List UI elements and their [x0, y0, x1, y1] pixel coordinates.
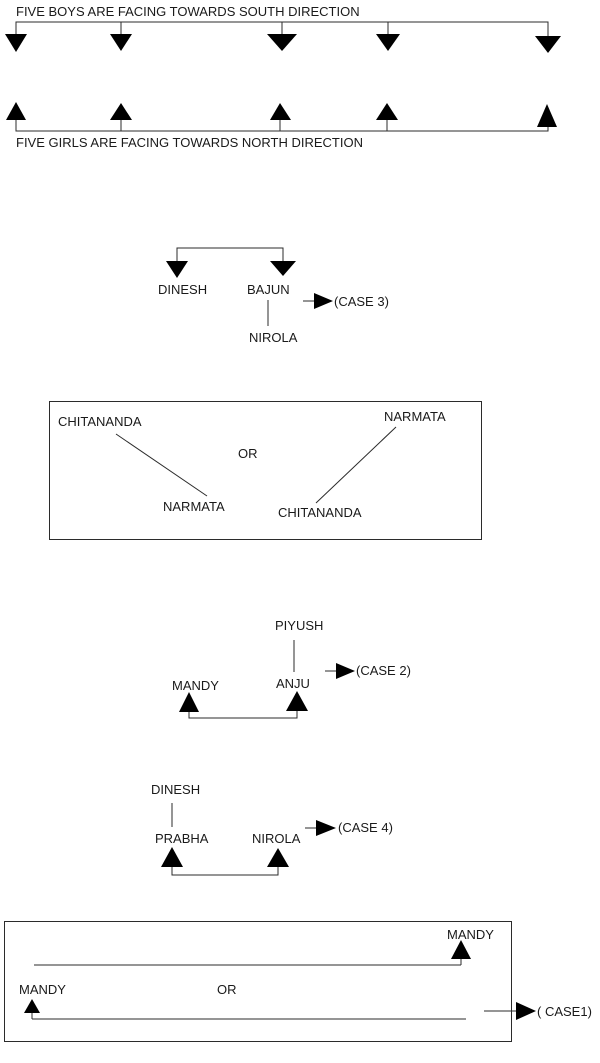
girls-connector [15, 120, 549, 132]
girls-heading: FIVE GIRLS ARE FACING TOWARDS NORTH DIRE… [16, 135, 363, 150]
case3-bajun-label: BAJUN [247, 282, 290, 297]
girl-north-triangle [110, 103, 132, 120]
case2-connector [188, 711, 298, 719]
boy-south-triangle [110, 34, 132, 51]
case4-arrow-head [316, 820, 336, 836]
box1-right-link [315, 426, 397, 504]
case3-connector [176, 247, 284, 262]
box1-chitananda-left: CHITANANDA [58, 414, 142, 429]
case2-anju-label: ANJU [276, 676, 310, 691]
case3-arrow-head [314, 293, 333, 309]
box2-mandy-left-triangle [24, 999, 40, 1013]
case1-arrow-head [516, 1002, 536, 1020]
box2-mandy-right: MANDY [447, 927, 494, 942]
box1-narmata-left: NARMATA [163, 499, 225, 514]
case4-prabha-triangle [161, 847, 183, 867]
boy-south-triangle [535, 36, 561, 53]
boy-south-triangle [5, 34, 27, 52]
boy-south-triangle [376, 34, 400, 51]
case2-mandy-triangle [179, 692, 199, 712]
case2-piyush-label: PIYUSH [275, 618, 323, 633]
girl-north-triangle [376, 103, 398, 120]
case2-tag: (CASE 2) [356, 663, 411, 678]
box2-or: OR [217, 982, 237, 997]
case3-nirola-label: NIROLA [249, 330, 298, 345]
boy-south-triangle [267, 34, 297, 51]
case3-bajun-triangle [270, 261, 296, 276]
option-box-1 [49, 401, 482, 540]
box2-mandy-left: MANDY [19, 982, 66, 997]
case2-arrow-head [336, 663, 355, 679]
case4-connector [171, 867, 279, 876]
case3-dinesh-triangle [166, 261, 188, 278]
girl-north-triangle [270, 103, 291, 120]
case3-dinesh-label: DINESH [158, 282, 207, 297]
case4-nirola-triangle [267, 848, 289, 867]
option-box-2 [4, 921, 512, 1042]
box2-mandy-right-triangle [451, 940, 471, 959]
box1-left-link [115, 433, 208, 497]
case2-mandy-label: MANDY [172, 678, 219, 693]
girl-north-triangle [537, 104, 557, 127]
box1-or: OR [238, 446, 258, 461]
case4-dinesh-label: DINESH [151, 782, 200, 797]
case4-prabha-label: PRABHA [155, 831, 209, 846]
case3-tag: (CASE 3) [334, 294, 389, 309]
girl-north-triangle [6, 102, 26, 120]
case4-tag: (CASE 4) [338, 820, 393, 835]
box1-narmata-right: NARMATA [384, 409, 446, 424]
case4-nirola-label: NIROLA [252, 831, 301, 846]
case1-tag: ( CASE1) [537, 1004, 592, 1019]
boys-heading: FIVE BOYS ARE FACING TOWARDS SOUTH DIREC… [16, 4, 360, 19]
case2-anju-triangle [286, 691, 308, 711]
box1-chitananda-right: CHITANANDA [278, 505, 362, 520]
